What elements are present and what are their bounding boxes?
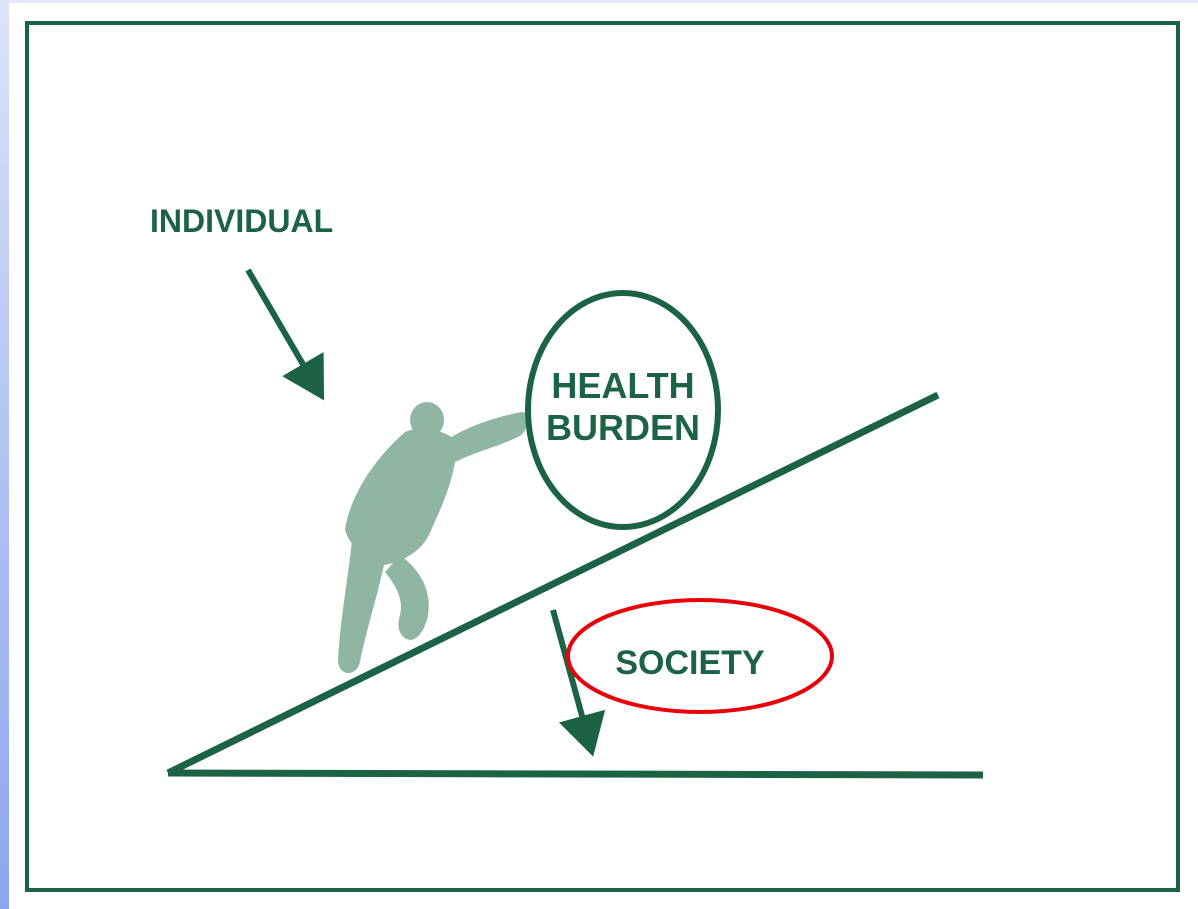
health-burden-circle (525, 290, 721, 530)
society-arrow (550, 609, 606, 757)
society-highlight-ellipse (566, 598, 834, 714)
top-edge-strip (0, 0, 1198, 3)
individual-label: INDIVIDUAL (150, 203, 333, 239)
left-gradient-strip (0, 0, 9, 909)
health-burden-label-line1: HEALTH (551, 365, 694, 406)
society-label: SOCIETY (615, 644, 765, 682)
ground-line (167, 769, 984, 779)
health-burden-label-line2: BURDEN (546, 407, 700, 448)
individual-arrow (245, 268, 325, 401)
incline-line (166, 391, 940, 777)
person-pushing-icon (338, 402, 530, 674)
diagram-frame (25, 21, 1180, 892)
